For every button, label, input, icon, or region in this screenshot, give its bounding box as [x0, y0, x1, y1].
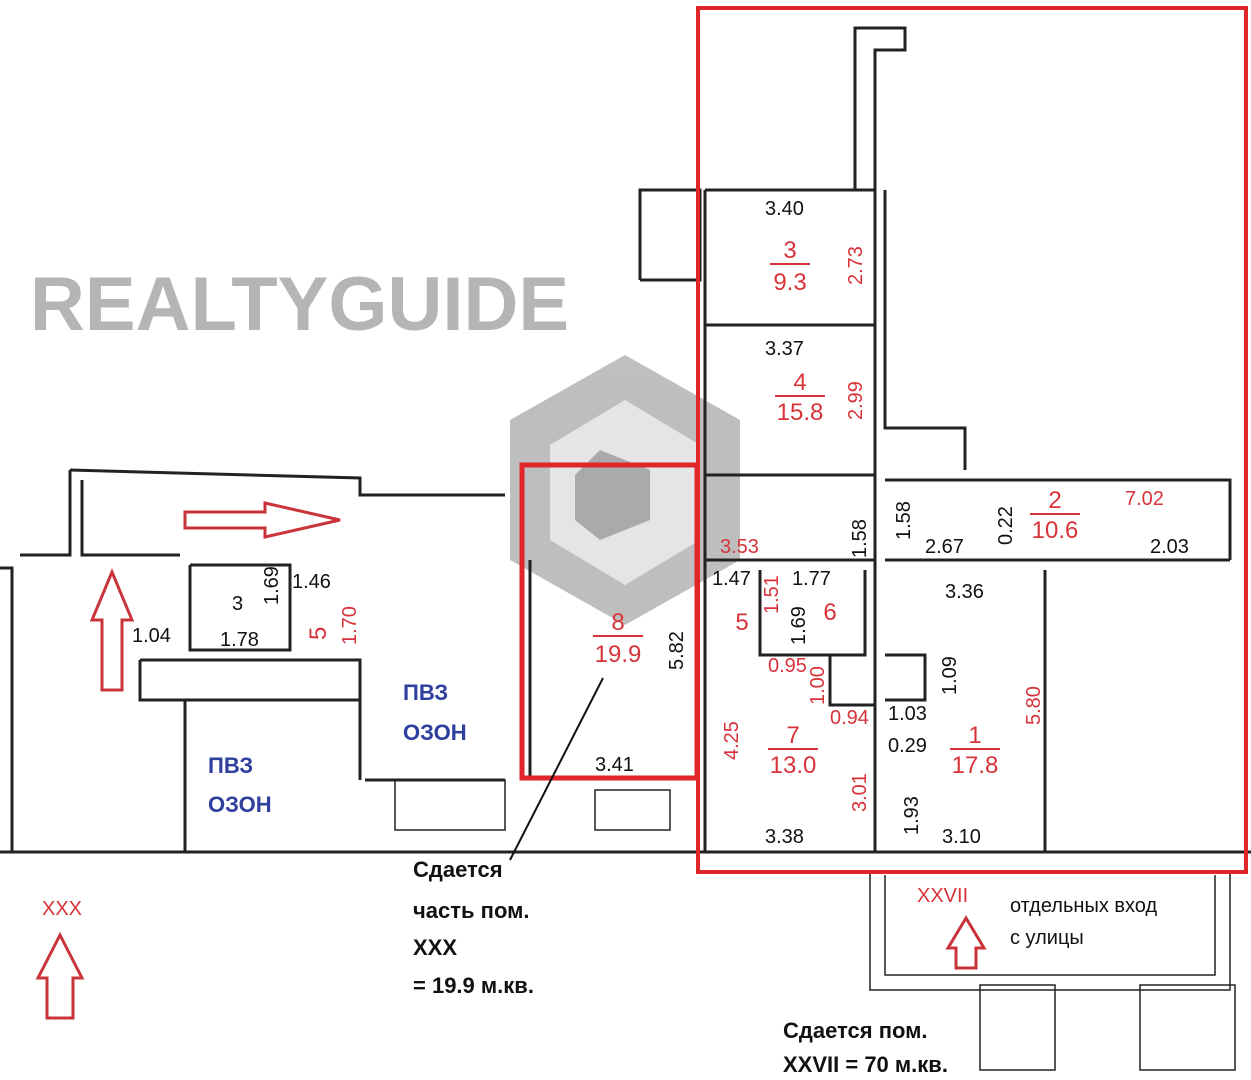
dimension-label: 1.77 [792, 568, 831, 590]
dimension-label: 1.58 [849, 519, 871, 558]
room-6-number: 6 [823, 599, 836, 626]
dimension-label: 0.95 [768, 655, 807, 677]
tenant-label-ozon-center: ПВЗ ОЗОН [403, 680, 467, 745]
dimension-label: 3.40 [765, 198, 804, 220]
dimension-label: 3.01 [849, 773, 871, 812]
room-area: 9.3 [773, 269, 806, 296]
entrance-label-xxvii: XXVII [917, 885, 968, 907]
highlight-area-xxvii [696, 6, 1248, 874]
note-text: с улицы [1010, 927, 1084, 949]
room-number: 8 [611, 609, 624, 636]
dimension-label: 1.00 [807, 666, 829, 705]
dimension-label: 1.93 [901, 796, 923, 835]
room-4: 4 15.8 [775, 369, 825, 426]
arrow-icon [35, 501, 987, 1020]
dimension-label: 0.29 [888, 735, 927, 757]
room-number: 4 [793, 369, 806, 396]
note-part-for-rent: Сдается часть пом. XXX = 19.9 м.кв. [413, 857, 534, 998]
note-text: Сдается [413, 857, 503, 882]
dimension-label: 1.46 [292, 571, 331, 593]
dimension-label: 1.78 [220, 629, 259, 651]
room-3: 3 9.3 [770, 237, 810, 296]
entrance-label-xxx: XXX [42, 898, 82, 920]
room-1: 1 17.8 [950, 722, 1000, 779]
room-area: 17.8 [952, 752, 999, 779]
dimension-label: 1.58 [893, 501, 915, 540]
room-7: 7 13.0 [768, 722, 818, 779]
room-area: 15.8 [777, 399, 824, 426]
left-room-5-number: 5 [305, 627, 332, 640]
dimension-label: 1.09 [939, 656, 961, 695]
note-text: часть пом. [413, 898, 529, 923]
room-2: 2 10.6 [1030, 487, 1080, 544]
walls [0, 26, 1251, 1071]
dimension-label: 2.67 [925, 536, 964, 558]
tenant-label-ozon-left: ПВЗ ОЗОН [208, 753, 272, 817]
dimension-label: 5.82 [666, 631, 688, 670]
note-text: отдельных вход [1010, 895, 1157, 917]
dimension-label: 4.25 [721, 721, 743, 760]
tenant-label: ОЗОН [208, 792, 272, 817]
dimension-label: 0.22 [995, 506, 1017, 545]
dimension-label: 2.73 [845, 246, 867, 285]
note-text: Сдается пом. [783, 1018, 928, 1043]
dimension-label: 3.10 [942, 826, 981, 848]
leader-line [509, 677, 604, 861]
note-entrance: отдельных вход с улицы [1010, 895, 1157, 949]
room-number: 3 [783, 237, 796, 264]
room-area: 13.0 [770, 752, 817, 779]
dimension-label: 5.80 [1023, 686, 1045, 725]
note-whole-for-rent: Сдается пом. XXVII = 70 м.кв. [783, 1018, 948, 1077]
room-number: 7 [786, 722, 799, 749]
dimension-label: 1.47 [712, 568, 751, 590]
note-text: = 19.9 м.кв. [413, 973, 534, 998]
dimension-label: 1.70 [339, 606, 361, 645]
dimensions: 3.40 2.73 3.37 2.99 1.58 1.58 2.67 0.22 … [132, 198, 1189, 848]
dimension-label: 3.36 [945, 581, 984, 603]
watermark-logo [510, 355, 740, 625]
room-8: 8 19.9 [593, 609, 643, 668]
dimension-label: 3.37 [765, 338, 804, 360]
highlight-area-room-8 [519, 462, 700, 781]
tenant-label: ОЗОН [403, 720, 467, 745]
dimension-label: 1.69 [261, 566, 283, 605]
room-area: 19.9 [595, 641, 642, 668]
dimension-label: 1.03 [888, 703, 927, 725]
dimension-label: 1.69 [788, 606, 810, 645]
dimension-label: 3.38 [765, 826, 804, 848]
dimension-label: 7.02 [1125, 488, 1164, 510]
dimension-label: 1.04 [132, 625, 171, 647]
room-number: 1 [968, 722, 981, 749]
watermark-text: REALTYGUIDE [30, 262, 569, 347]
dimension-label: 2.99 [845, 381, 867, 420]
room-number: 2 [1048, 487, 1061, 514]
dimension-label: 1.51 [761, 575, 783, 614]
dimension-label: 3.41 [595, 754, 634, 776]
tenant-label: ПВЗ [208, 753, 253, 778]
note-text: XXVII = 70 м.кв. [783, 1052, 948, 1077]
dimension-label: 2.03 [1150, 536, 1189, 558]
tenant-label: ПВЗ [403, 680, 448, 705]
room-area: 10.6 [1032, 517, 1079, 544]
room-5-number: 5 [735, 609, 748, 636]
note-text: XXX [413, 935, 457, 960]
dimension-label: 0.94 [830, 707, 869, 729]
left-room-3-number: 3 [232, 593, 243, 615]
dimension-label: 3.53 [720, 536, 759, 558]
